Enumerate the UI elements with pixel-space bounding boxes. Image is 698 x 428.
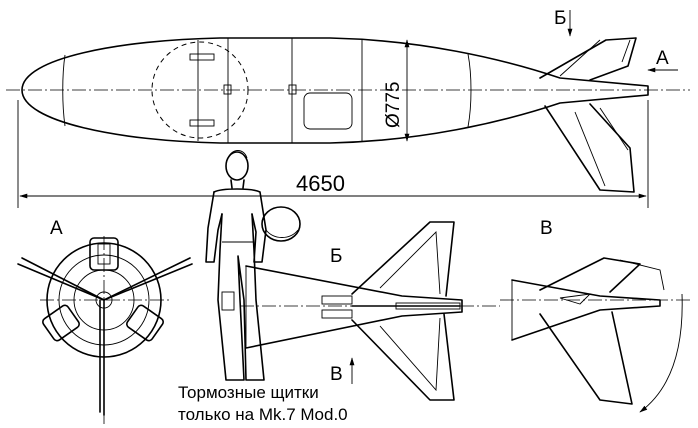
tail-view-v: В xyxy=(500,218,690,413)
length-label: 4650 xyxy=(296,171,345,196)
upper-tail-fin xyxy=(539,37,637,81)
bomb-body-outline xyxy=(21,37,649,144)
air-brake-note: Тормозные щитки только на Mk.7 Mod.0 xyxy=(178,383,348,424)
tail-cone-v xyxy=(511,279,661,341)
view-b-top-label: Б xyxy=(554,8,566,29)
view-b-label: Б xyxy=(330,246,342,267)
view-a-right-label: А xyxy=(656,48,669,69)
air-brake-right xyxy=(126,304,164,342)
air-brake-top xyxy=(89,237,119,271)
rear-view-a: А xyxy=(17,218,193,424)
air-brake-left xyxy=(42,304,80,342)
view-v-label: В xyxy=(540,218,553,239)
helmet xyxy=(261,206,301,242)
view-v-arrow-label: В xyxy=(330,364,343,385)
note-line-1: Тормозные щитки xyxy=(178,383,319,402)
diameter-label: Ø775 xyxy=(383,82,404,128)
note-line-2: только на Mk.7 Mod.0 xyxy=(178,405,348,424)
access-panel xyxy=(303,92,353,130)
human-figure xyxy=(205,150,301,381)
view-a-label: А xyxy=(50,218,63,239)
air-brake-circle xyxy=(151,41,249,139)
tail-cone-b xyxy=(245,265,463,349)
side-view: Ø775 4650 Б А xyxy=(6,8,690,208)
tail-view-b: Б В xyxy=(240,221,500,401)
